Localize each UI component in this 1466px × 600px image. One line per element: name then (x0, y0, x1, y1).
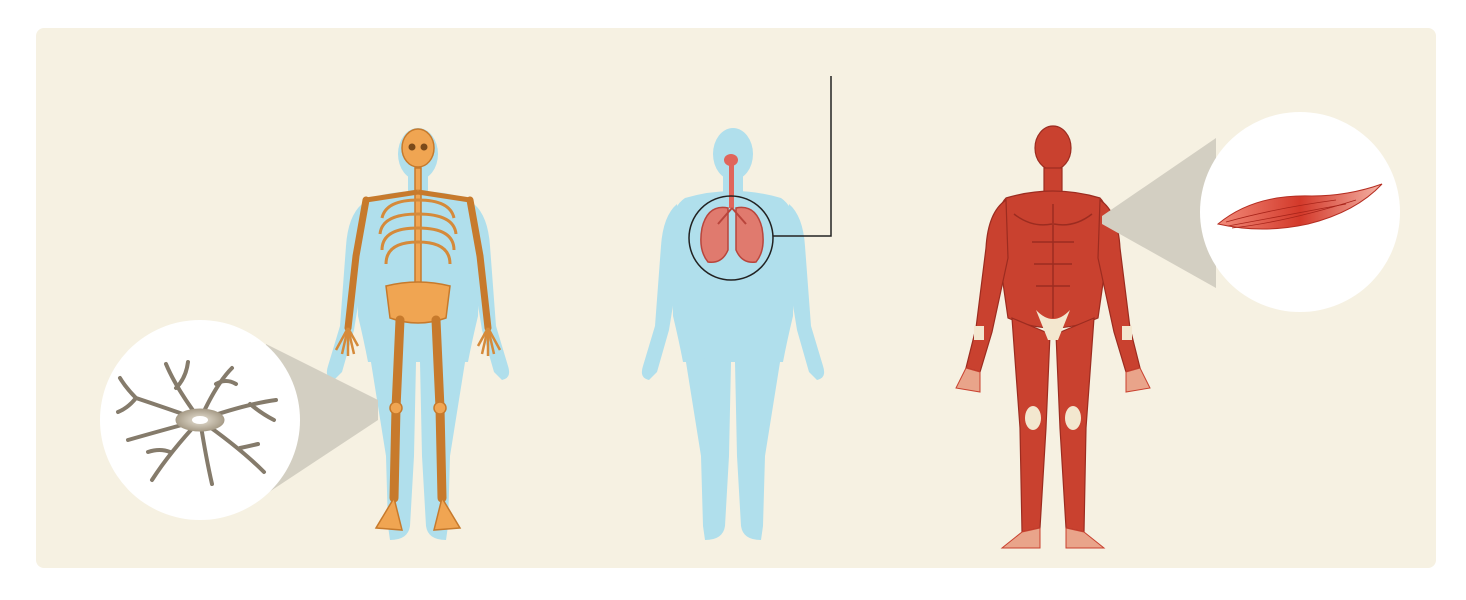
foot-left (374, 496, 403, 531)
knee-left (389, 401, 403, 415)
muscle-foot-left (1000, 527, 1041, 549)
spine (414, 167, 422, 299)
muscle-neck (1043, 167, 1063, 193)
bone-cell-callout (100, 320, 300, 520)
body-systems-diagram (36, 28, 1436, 568)
ribcage (378, 198, 458, 265)
tendons (974, 310, 1132, 430)
skull (401, 128, 435, 168)
diagram-panel (36, 28, 1436, 568)
respiratory-figure (641, 76, 832, 540)
clavicle-left (365, 189, 419, 203)
knee-right (433, 401, 447, 415)
muscle-fiber-callout (1200, 112, 1400, 312)
muscle-head (1034, 125, 1072, 171)
lungs-highlight-circle (688, 195, 774, 281)
muscle-foot-right (1065, 527, 1106, 549)
muscular-figure (955, 112, 1400, 549)
muscle-hand-right (1125, 367, 1151, 393)
skeletal-figure (100, 128, 510, 540)
arm-right (466, 196, 492, 332)
abdominal-tendon (1036, 310, 1070, 340)
extremities (955, 367, 1151, 549)
muscle-hand-left (955, 367, 981, 393)
muscle-fiber-callout-cone (1102, 138, 1216, 288)
foot-right (433, 496, 462, 531)
bronchi (717, 207, 747, 225)
bone-cell-callout-cone (266, 344, 378, 494)
skeleton (334, 128, 502, 531)
trachea (729, 158, 734, 208)
arm-left (344, 196, 370, 332)
larynx (724, 154, 738, 166)
muscle-fiber (1216, 183, 1383, 230)
kneecap-right (1065, 406, 1081, 430)
hand-right (476, 327, 502, 356)
lungs-leader-line (773, 76, 832, 237)
wrist-left (974, 326, 984, 340)
pelvis (385, 281, 451, 324)
osteocyte-nucleus (192, 416, 208, 424)
muscle-fiber-striations (1225, 199, 1357, 229)
hand-left (334, 327, 360, 356)
kneecap-left (1025, 406, 1041, 430)
clavicle-right (417, 189, 471, 203)
wrist-right (1122, 326, 1132, 340)
muscle-definition (1013, 204, 1093, 318)
